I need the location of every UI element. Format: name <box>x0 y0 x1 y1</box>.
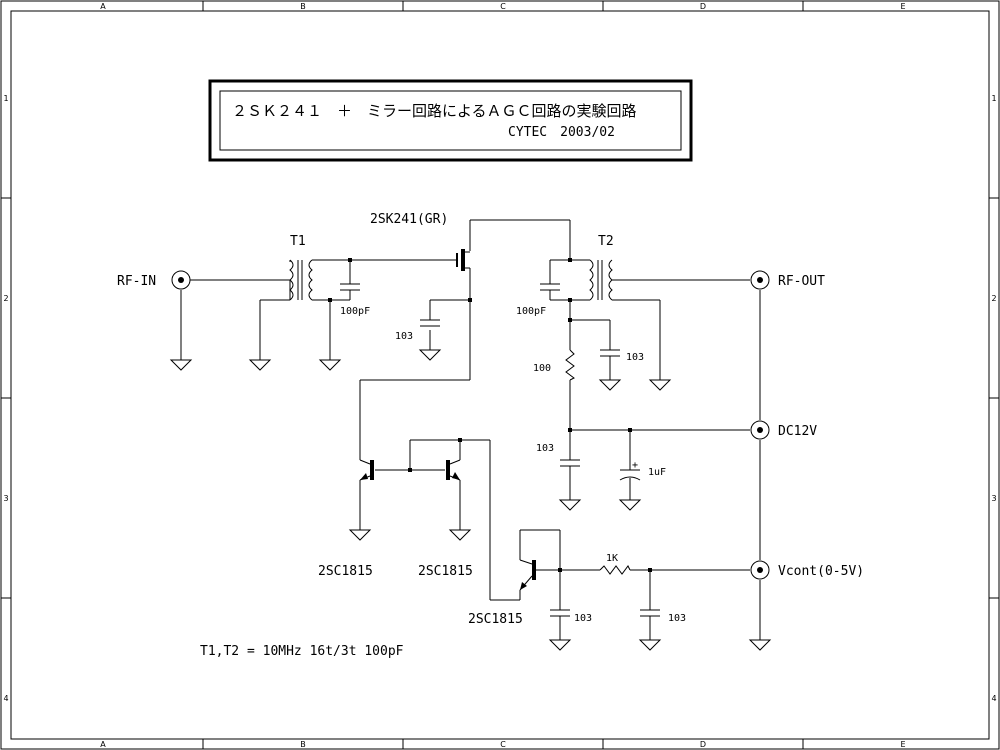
title-line1: ２ＳＫ２４１ ＋ ミラー回路によるＡＧＣ回路の実験回路 <box>232 102 637 120</box>
col-label-bottom-e: E <box>900 740 905 749</box>
label-t1: T1 <box>290 234 306 249</box>
col-label-top-d: D <box>700 2 706 11</box>
label-q2: 2SC1815 <box>418 564 473 579</box>
resistors <box>565 349 631 575</box>
value-c-t2: 100pF <box>516 306 546 317</box>
fet-2sk241 <box>455 249 470 271</box>
value-c-dc: 103 <box>536 443 554 454</box>
value-r-vcont: 1K <box>606 553 618 564</box>
row-label-left-3: 3 <box>3 494 8 503</box>
value-c-drain: 103 <box>626 352 644 363</box>
value-c-q3: 103 <box>574 613 592 624</box>
title-box-inner <box>219 90 682 151</box>
label-t2: T2 <box>598 234 614 249</box>
label-rf-out: RF-OUT <box>778 274 825 289</box>
col-label-bottom-a: A <box>100 740 106 749</box>
row-label-left-4: 4 <box>3 694 8 703</box>
transistor-q1 <box>359 459 374 481</box>
ground-symbols <box>169 349 772 651</box>
col-label-top-a: A <box>100 2 106 11</box>
value-c-gate: 103 <box>395 331 413 342</box>
transformer-t2 <box>589 259 613 301</box>
title-line2: CYTEC 2003/02 <box>508 125 615 140</box>
row-label-right-3: 3 <box>991 494 996 503</box>
value-c-t1: 100pF <box>340 306 370 317</box>
transistor-q2 <box>446 459 461 481</box>
note-transformer-spec: T1,T2 = 10MHz 16t/3t 100pF <box>200 644 404 659</box>
junctions <box>328 258 652 572</box>
row-label-right-2: 2 <box>991 294 996 303</box>
capacitors <box>340 283 660 617</box>
value-c-vcont: 103 <box>668 613 686 624</box>
col-label-bottom-d: D <box>700 740 706 749</box>
elec-plus-mark: + <box>632 460 638 471</box>
col-label-bottom-b: B <box>300 740 306 749</box>
label-rf-in: RF-IN <box>117 274 156 289</box>
col-label-bottom-c: C <box>500 740 506 749</box>
label-dc12v: DC12V <box>778 424 817 439</box>
connector-rf-in <box>171 270 191 290</box>
label-q1: 2SC1815 <box>318 564 373 579</box>
value-r-drain: 100 <box>533 363 551 374</box>
col-label-top-e: E <box>900 2 905 11</box>
transistor-q3 <box>519 559 536 591</box>
connector-rf-out <box>750 270 770 290</box>
row-label-right-1: 1 <box>991 94 996 103</box>
label-q3: 2SC1815 <box>468 612 523 627</box>
title-box-outer <box>208 79 693 162</box>
col-label-top-b: B <box>300 2 306 11</box>
inner-frame <box>10 10 990 740</box>
label-fet: 2SK241(GR) <box>370 212 448 227</box>
label-vcont: Vcont(0-5V) <box>778 564 864 579</box>
connector-dc12v <box>750 420 770 440</box>
transformer-t1 <box>289 259 313 301</box>
col-label-top-c: C <box>500 2 506 11</box>
row-label-left-1: 1 <box>3 94 8 103</box>
connector-vcont <box>750 560 770 580</box>
value-c-elec: 1uF <box>648 467 666 478</box>
row-label-left-2: 2 <box>3 294 8 303</box>
row-label-right-4: 4 <box>991 694 996 703</box>
